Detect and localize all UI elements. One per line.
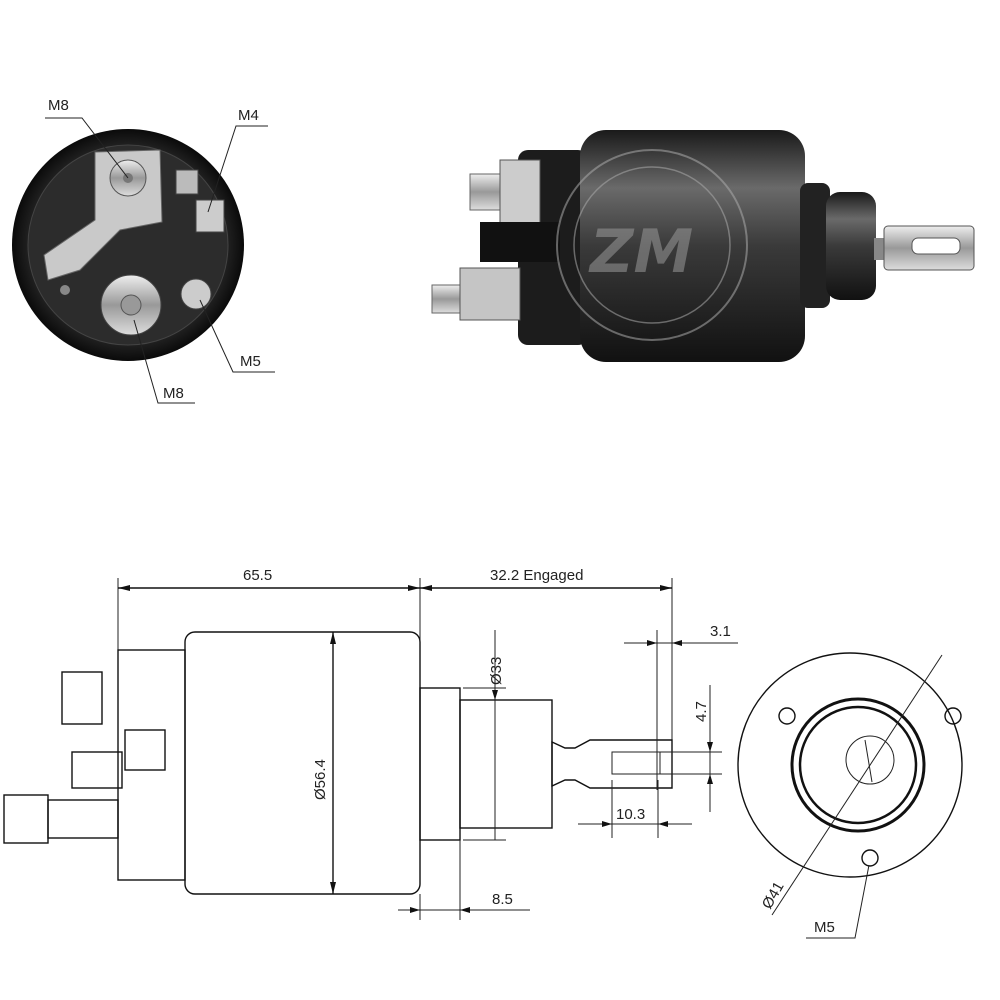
drawing-tab: [551, 739, 673, 789]
drawing-body: [184, 631, 421, 895]
dim-10-3: 10.3: [616, 806, 645, 823]
dim-4-7: 4.7: [693, 701, 710, 722]
side-view-photo: ZM: [431, 130, 975, 362]
dim-m5: M5: [814, 919, 835, 936]
side-drawing: 65.5 32.2 Engaged Ø56.4 Ø33 3.1 4.7: [3, 567, 738, 920]
mount-hole-bottom: [861, 849, 879, 867]
dim-33: Ø33: [488, 657, 505, 685]
zm-logo-watermark: ZM: [556, 149, 748, 341]
end-view-photo: M8 M4 M5 M8: [12, 97, 275, 404]
mount-hole-right: [944, 707, 962, 725]
dim-8-5: 8.5: [492, 891, 513, 908]
dim-41: Ø41: [759, 879, 788, 912]
front-drawing: Ø41 M5: [737, 652, 963, 939]
outer-flange-circle: [737, 652, 963, 878]
drawing-plunger: [459, 699, 553, 829]
label-m4: M4: [238, 107, 259, 124]
dim-32-2-engaged: 32.2 Engaged: [490, 567, 583, 584]
dim-3-1: 3.1: [710, 623, 731, 640]
label-m8-bottom: M8: [163, 385, 184, 402]
plunger: [826, 192, 876, 300]
solenoid-body: [580, 130, 805, 362]
terminal-block: [117, 649, 186, 881]
center-stud: [845, 735, 895, 785]
logo-text: ZM: [588, 217, 693, 287]
m5-terminal: [180, 278, 212, 310]
label-m5: M5: [240, 353, 261, 370]
dim-65-5: 65.5: [243, 567, 272, 584]
label-m8-top: M8: [48, 97, 69, 114]
flange: [419, 687, 461, 841]
dim-56-4: Ø56.4: [312, 759, 329, 800]
mount-hole-left: [778, 707, 796, 725]
